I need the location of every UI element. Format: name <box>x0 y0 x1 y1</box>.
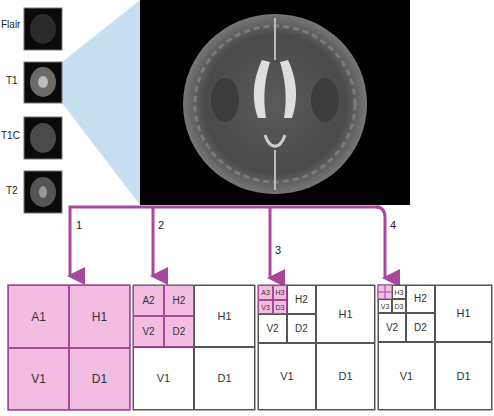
subband-cell: H2 <box>287 285 316 314</box>
decomposition-frames <box>8 285 492 410</box>
subband-label: V1 <box>157 373 170 384</box>
modality-label: T1 <box>6 76 18 86</box>
subband-label: H1 <box>456 308 470 319</box>
subband-label: V2 <box>142 327 154 337</box>
subband-cell: V3 <box>378 299 392 313</box>
step-number: 4 <box>390 220 396 231</box>
step-number: 2 <box>158 220 164 231</box>
subband-cell: D3 <box>392 299 406 313</box>
subband-cell: D2 <box>164 316 194 347</box>
subband-cell: V1 <box>378 342 435 410</box>
subband-cell: H2 <box>406 285 435 313</box>
mri-slice <box>140 0 410 205</box>
subband-cell: V2 <box>378 313 406 342</box>
subband-label: A3 <box>261 289 270 296</box>
subband-label: D1 <box>217 373 231 384</box>
modality-label: T2 <box>6 186 18 196</box>
subband-cell: H1 <box>194 285 255 347</box>
subband-label: V1 <box>400 371 413 382</box>
subband-cell: D1 <box>194 347 255 410</box>
subband-cell: V2 <box>133 316 164 347</box>
subband-label: H2 <box>295 295 308 305</box>
subband-label: H1 <box>92 311 107 323</box>
subband-cell: D1 <box>435 342 492 410</box>
subband-label: D1 <box>92 373 107 385</box>
subband-label: V1 <box>31 373 46 385</box>
subband-cell: A1 <box>8 285 69 348</box>
subband-cell: V1 <box>258 343 316 410</box>
subband-cell: D1 <box>69 348 130 410</box>
subband-label: H2 <box>414 294 427 304</box>
subband-cell: D3 <box>273 300 287 314</box>
modality-label: T1C <box>1 131 20 141</box>
subband-label: V3 <box>381 303 390 310</box>
subband-cell: H1 <box>316 285 375 343</box>
subband-cell: A3 <box>258 285 273 300</box>
zoom-wedge <box>62 0 140 205</box>
subband-label: V2 <box>386 323 398 333</box>
subband-label: D2 <box>295 324 308 334</box>
step-number: 3 <box>275 245 281 256</box>
subband-label: D2 <box>414 323 427 333</box>
subband-cell: H1 <box>69 285 130 348</box>
level4-subbands <box>378 285 392 299</box>
subband-label: D1 <box>456 371 470 382</box>
subband-label: D1 <box>338 371 352 382</box>
subband-label: V2 <box>266 324 278 334</box>
subband-cell: V3 <box>258 300 273 314</box>
subband-label: A2 <box>142 296 154 306</box>
subband-cell: V1 <box>8 348 69 410</box>
subband-label: H3 <box>276 289 285 296</box>
subband-label: D2 <box>173 327 186 337</box>
subband-label: H1 <box>217 311 231 322</box>
subband-label: D3 <box>276 304 285 311</box>
subband-cell: H3 <box>273 285 287 300</box>
step-number: 1 <box>76 220 82 231</box>
subband-cell: D2 <box>406 313 435 342</box>
subband-cell: H3 <box>392 285 406 299</box>
step-arrows <box>70 207 385 278</box>
subband-label: A1 <box>31 311 46 323</box>
subband-cell: H2 <box>164 285 194 316</box>
subband-cell: D2 <box>287 314 316 343</box>
thumbnail-stack <box>24 8 62 213</box>
subband-label: H3 <box>395 289 404 296</box>
subband-label: D3 <box>395 303 404 310</box>
subband-cell: V2 <box>258 314 287 343</box>
subband-cell: V1 <box>133 347 194 410</box>
subband-cell: H1 <box>435 285 492 342</box>
subband-label: H1 <box>338 309 352 320</box>
subband-cell: D1 <box>316 343 375 410</box>
subband-label: V1 <box>280 371 293 382</box>
subband-cell: A2 <box>133 285 164 316</box>
subband-label: V3 <box>261 304 270 311</box>
subband-label: H2 <box>173 296 186 306</box>
modality-label: Flair <box>1 20 20 30</box>
